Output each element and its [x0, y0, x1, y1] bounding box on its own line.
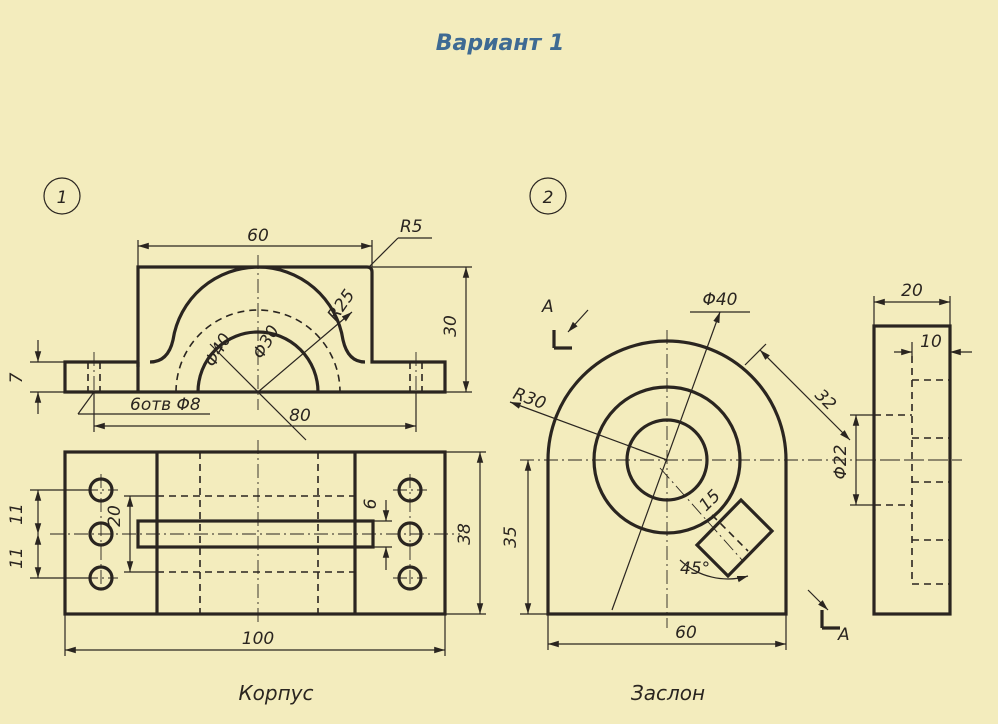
zaslon-side-dimensions: 20 10 Φ22	[831, 281, 972, 506]
dim-10-side: 10	[920, 332, 942, 352]
part-2-caption: Заслон	[631, 681, 705, 705]
dim-35: 35	[501, 526, 521, 548]
dim-phi30: Φ30	[249, 322, 284, 362]
dim-20-side: 20	[901, 281, 923, 301]
dim-7: 7	[7, 372, 27, 383]
dim-r5: R5	[400, 217, 423, 237]
dim-phi40-zaslon: Φ40	[702, 290, 737, 310]
dim-holes: 6отв Φ8	[130, 395, 201, 415]
dim-38: 38	[455, 523, 475, 545]
dim-r30: R30	[510, 384, 548, 414]
dim-60: 60	[247, 226, 269, 246]
section-mark-top: A	[541, 297, 554, 317]
part-1-number: 1	[57, 188, 68, 208]
section-marks: A A	[541, 297, 850, 645]
part-2-number: 2	[543, 188, 554, 208]
dim-30: 30	[441, 315, 461, 337]
part-1-korpus: 1 60 R5	[7, 177, 486, 705]
dim-11-top: 11	[7, 503, 27, 525]
dim-60-zaslon: 60	[675, 623, 697, 643]
part-1-number-circle	[43, 177, 81, 215]
dim-phi22: Φ22	[831, 444, 851, 479]
dim-32: 32	[810, 385, 839, 414]
section-mark-bottom: A	[837, 625, 850, 645]
zaslon-main-view	[520, 330, 960, 628]
dim-45-deg: 45°	[680, 559, 710, 579]
dim-80: 80	[289, 406, 311, 426]
dim-100: 100	[242, 629, 274, 649]
dim-11-bottom: 11	[7, 547, 27, 569]
part-1-caption: Корпус	[238, 681, 313, 705]
korpus-top-view	[50, 440, 460, 626]
dim-6: 6	[361, 498, 381, 509]
sheet-title: Вариант 1	[436, 31, 565, 56]
part-2-zaslon: 2 Φ40 R30 32 15 45°	[501, 177, 972, 705]
zaslon-side-view	[862, 324, 962, 616]
korpus-front-dimensions: 60 R5 30 7 R25 Φ40 Φ30 80 6отв Φ8	[7, 217, 472, 441]
dim-r25: R25	[324, 286, 360, 325]
part-2-number-circle	[529, 177, 567, 215]
korpus-front-view	[63, 255, 447, 410]
dim-20: 20	[105, 505, 125, 527]
korpus-top-dimensions: 11 11 20 6 38 100	[7, 451, 486, 656]
